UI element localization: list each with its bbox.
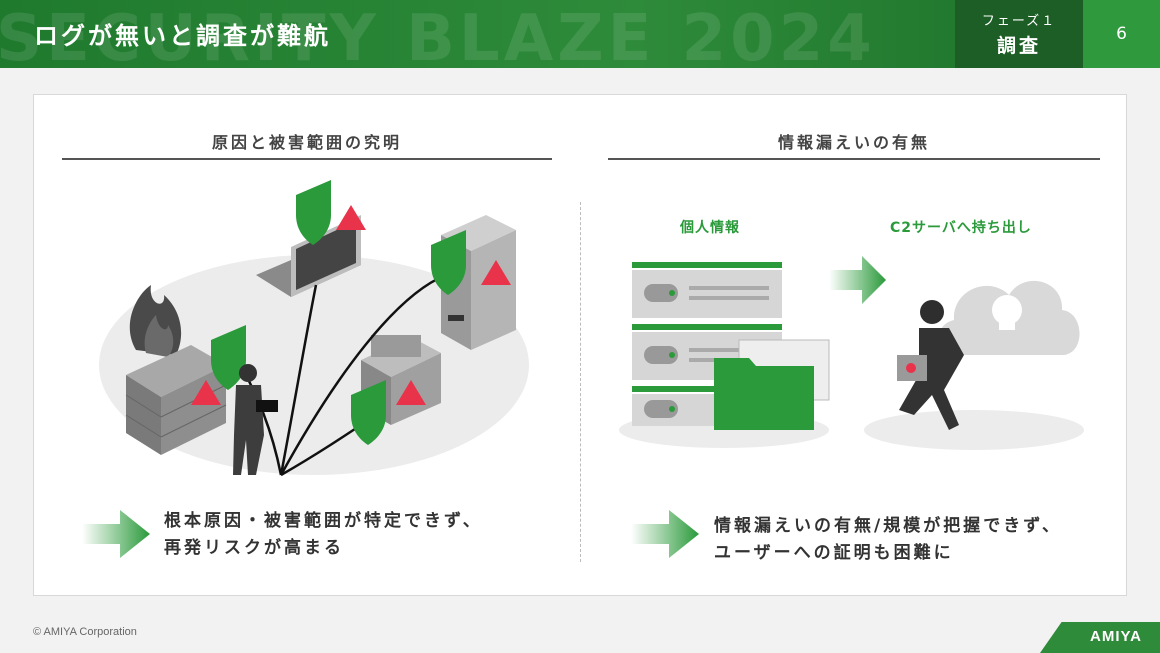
- incident-scope-illustration: [96, 175, 536, 485]
- right-caption-line1: 情報漏えいの有無/規模が把握できず、: [714, 516, 1063, 536]
- cloud-icon: [938, 280, 1080, 355]
- person-with-laptop-icon: [233, 364, 278, 475]
- folder-icon: [714, 339, 830, 430]
- brand-logo: AMIYA: [1090, 628, 1142, 645]
- fire-icon: [129, 285, 182, 357]
- right-title-rule: [608, 158, 1100, 160]
- phase-label: フェーズ１: [981, 14, 1057, 29]
- right-caption: 情報漏えいの有無/規模が把握できず、 ユーザーへの証明も困難に: [714, 513, 1062, 567]
- copyright-text: © AMIYA Corporation: [33, 626, 137, 638]
- left-caption: 根本原因・被害範囲が特定できず、 再発リスクが高まる: [164, 508, 483, 562]
- header-watermark: SECURITY BLAZE 2024: [0, 2, 876, 68]
- personal-data-label: 個人情報: [680, 220, 740, 236]
- column-divider: [580, 202, 581, 562]
- hacker-icon: [897, 300, 964, 430]
- left-title-rule: [62, 158, 552, 160]
- phase-badge: フェーズ１ 調査: [955, 0, 1083, 68]
- left-caption-arrow-icon: [82, 508, 152, 560]
- page-number: 6: [1083, 0, 1160, 68]
- laptop-icon: [256, 215, 361, 297]
- exfil-arrow-icon: [829, 256, 886, 304]
- page-title: ログが無いと調査が難航: [34, 22, 331, 50]
- right-caption-line2: ユーザーへの証明も困難に: [714, 543, 954, 563]
- phase-name: 調査: [996, 35, 1041, 57]
- header-bar: SECURITY BLAZE 2024 ログが無いと調査が難航 フェーズ１ 調査…: [0, 0, 1160, 68]
- left-column-title: 原因と被害範囲の究明: [211, 133, 402, 152]
- left-caption-line1: 根本原因・被害範囲が特定できず、: [164, 511, 483, 531]
- broken-shield-icon: [211, 180, 466, 445]
- right-column-title: 情報漏えいの有無: [777, 133, 930, 152]
- brand-badge: AMIYA: [1040, 622, 1160, 653]
- left-caption-line2: 再発リスクが高まる: [164, 538, 344, 558]
- c2-exfil-label: C2サーバへ持ち出し: [890, 220, 1032, 236]
- data-leak-illustration: [614, 240, 1084, 455]
- right-caption-arrow-icon: [631, 508, 701, 560]
- skull-icon: [992, 295, 1022, 330]
- warning-icon: [191, 205, 511, 405]
- content-panel: 原因と被害範囲の究明: [33, 94, 1127, 596]
